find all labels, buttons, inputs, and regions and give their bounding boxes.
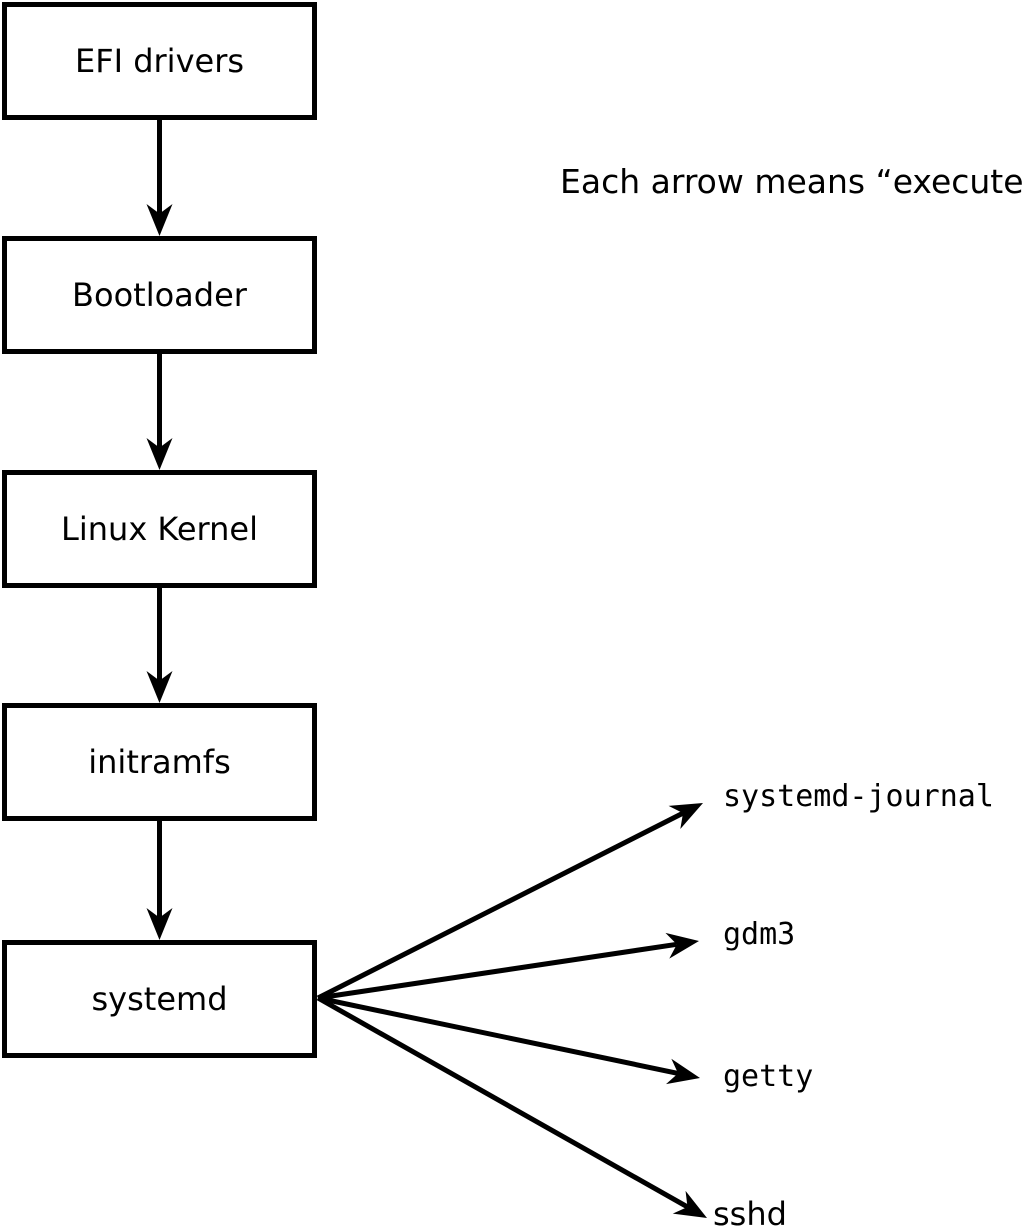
- node-initramfs-label: initramfs: [88, 743, 231, 781]
- node-bootloader-label: Bootloader: [72, 276, 247, 314]
- node-systemd: systemd: [2, 940, 317, 1058]
- node-linux-kernel: Linux Kernel: [2, 470, 317, 588]
- arrow-systemd-to-gdm3: [317, 932, 699, 1001]
- spawned-label-getty: getty: [723, 1059, 814, 1094]
- arrow-bootloader-to-linux-kernel: [146, 354, 173, 470]
- spawned-label-sshd: sshd: [713, 1195, 787, 1230]
- node-bootloader: Bootloader: [2, 236, 317, 354]
- arrow-efi-drivers-to-bootloader: [146, 120, 173, 236]
- spawned-label-systemd-journal: systemd-journal: [723, 779, 994, 814]
- arrow-systemd-to-sshd: [316, 995, 707, 1218]
- node-efi-drivers: EFI drivers: [2, 2, 317, 120]
- node-linux-kernel-label: Linux Kernel: [61, 510, 258, 548]
- arrow-systemd-to-systemd-journal: [316, 803, 703, 1001]
- node-initramfs: initramfs: [2, 703, 317, 821]
- arrow-legend-note: Each arrow means “executes”.: [560, 162, 1023, 201]
- arrow-linux-kernel-to-initramfs: [146, 588, 173, 703]
- spawned-label-gdm3: gdm3: [723, 917, 796, 952]
- arrow-initramfs-to-systemd: [146, 821, 173, 940]
- node-efi-drivers-label: EFI drivers: [74, 42, 245, 80]
- node-systemd-label: systemd: [91, 980, 228, 1018]
- arrow-systemd-to-getty: [317, 995, 700, 1085]
